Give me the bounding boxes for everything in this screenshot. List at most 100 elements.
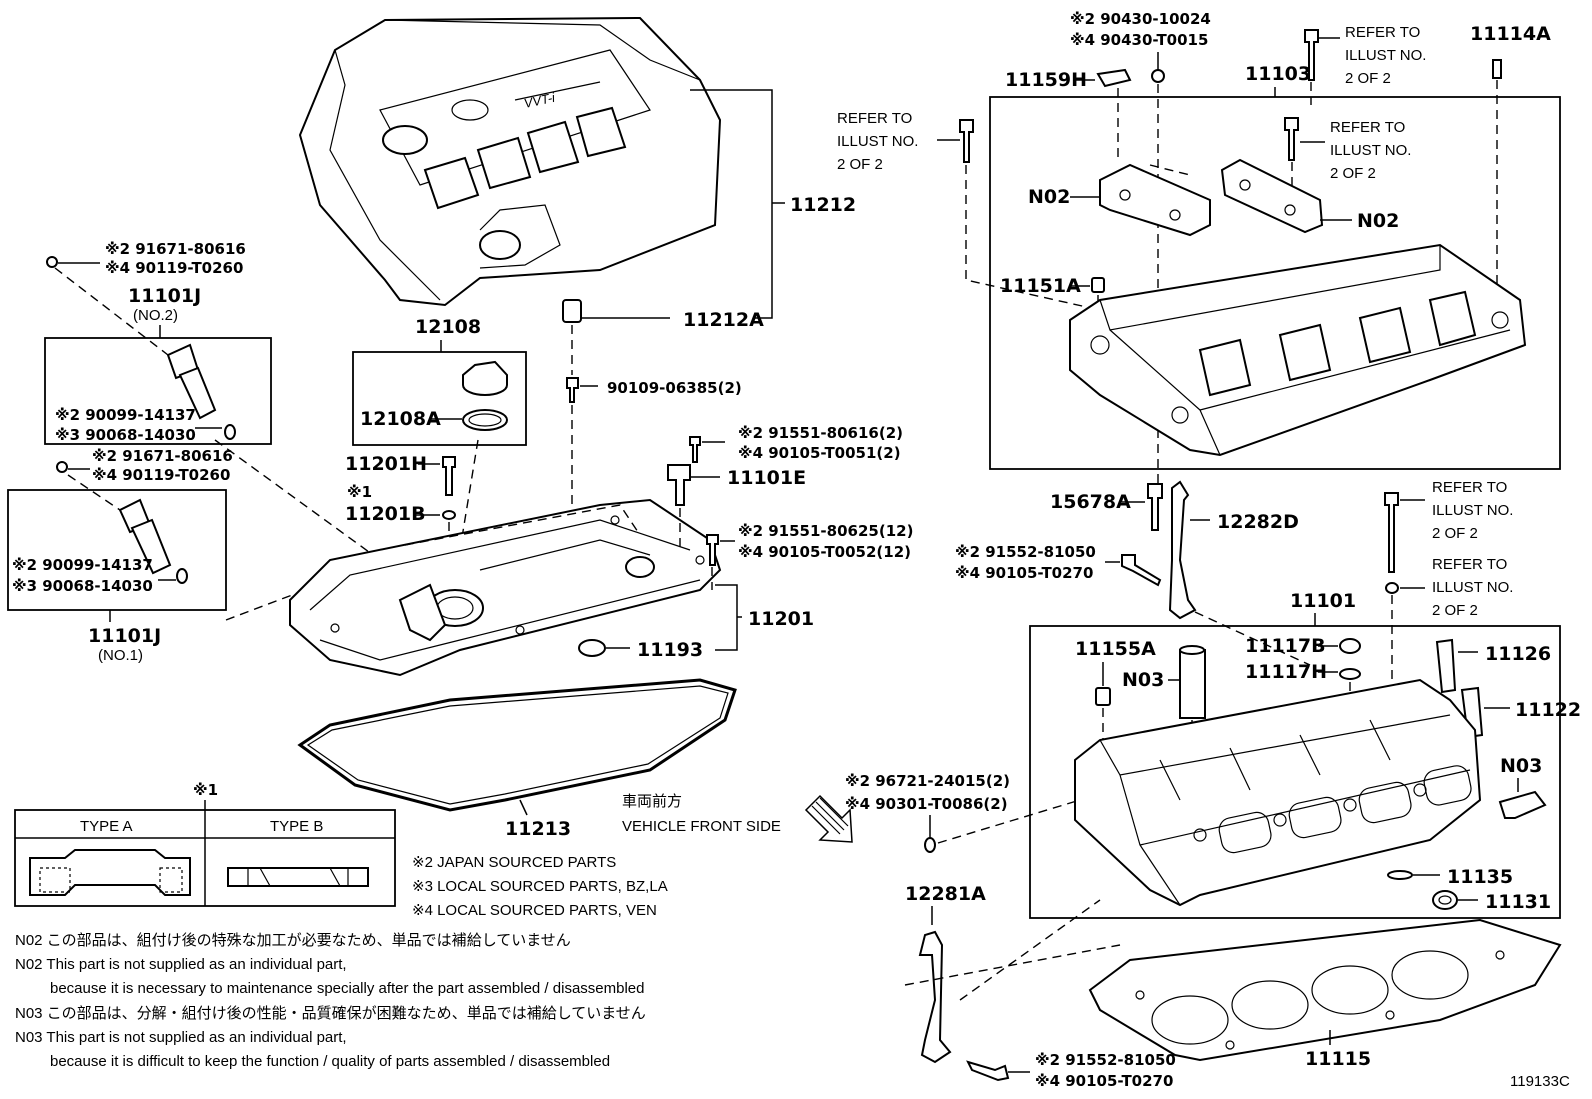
no2-tag: (NO.2) — [133, 307, 178, 324]
sv1-bolt-jp: ※2 91671-80616 — [92, 447, 233, 465]
cylinder-head-illustration — [1074, 678, 1482, 907]
gasket-top-ven: ※4 90430-T0015 — [1070, 31, 1208, 49]
refer1-line2: ILLUST NO. — [1345, 47, 1426, 64]
solenoid-no1-box — [7, 489, 227, 611]
oil-control-valve-no1-illustration — [118, 498, 188, 584]
engine-cover-illustration: VVT-i — [298, 16, 722, 307]
hanger-bolt-jp: ※2 91552-81050 — [955, 543, 1096, 561]
type-a-header: TYPE A — [80, 818, 133, 835]
part-11201B: 11201B — [345, 503, 426, 525]
refer3-line3: 2 OF 2 — [1330, 165, 1376, 182]
cover-bolt-jp: ※2 91551-80625(12) — [738, 522, 913, 540]
plug-jp: ※2 96721-24015(2) — [845, 772, 1010, 790]
sensor-bolt-ven: ※4 90105-T0051(2) — [738, 444, 901, 462]
part-11101J-no1: 11101J — [88, 625, 161, 647]
part-90109-06385: 90109-06385(2) — [607, 379, 742, 397]
gasket-top-jp: ※2 90430-10024 — [1070, 10, 1211, 28]
cylinder-head-cover-illustration — [289, 498, 722, 677]
sv1-oring-local: ※3 90068-14030 — [12, 577, 153, 595]
n03-label-a: N03 — [1122, 669, 1164, 691]
type-a-shape — [29, 849, 191, 896]
type-b-header: TYPE B — [270, 818, 323, 835]
refer1-line1: REFER TO — [1345, 24, 1420, 41]
vehicle-front-arrow-icon — [804, 794, 853, 843]
hanger-bolt-ven: ※4 90105-T0270 — [955, 564, 1093, 582]
note-n03-en: N03 This part is not supplied as an indi… — [15, 1029, 347, 1046]
front-label-jp: 車両前方 — [622, 793, 682, 810]
part-11117H: 11117H — [1245, 661, 1327, 683]
legend-japan: ※2 JAPAN SOURCED PARTS — [412, 854, 616, 871]
part-11101E: 11101E — [727, 467, 806, 489]
diagram-id: 119133C — [1510, 1073, 1570, 1090]
part-12281A: 12281A — [905, 883, 986, 905]
sensor-bolt-jp: ※2 91551-80616(2) — [738, 424, 903, 442]
part-11193: 11193 — [637, 639, 703, 661]
sv2-oring-local: ※3 90068-14030 — [55, 426, 196, 444]
svg-text:VVT-i: VVT-i — [523, 90, 558, 111]
camshaft-housing-illustration — [1069, 243, 1527, 457]
part-11135: 11135 — [1447, 866, 1513, 888]
engine-hanger-illustration — [1168, 480, 1197, 620]
refer3-line1: REFER TO — [1330, 119, 1405, 136]
refer4-line1: REFER TO — [1432, 479, 1507, 496]
n02-label-a: N02 — [1028, 186, 1070, 208]
cylinder-head-box — [1029, 625, 1561, 919]
part-11114A: 11114A — [1470, 23, 1551, 45]
part-11159H: 11159H — [1005, 69, 1087, 91]
sv1-bolt-ven: ※4 90119-T0260 — [92, 466, 230, 484]
solenoid-no2-box — [44, 337, 272, 445]
front-hanger-bolt-jp: ※2 91552-81050 — [1035, 1051, 1176, 1069]
part-11101J-no2: 11101J — [128, 285, 201, 307]
note-n02-jp: N02 この部品は、組付け後の特殊な加工が必要なため、単品では補給していません — [15, 932, 571, 949]
type-table-marker: ※1 — [193, 781, 218, 799]
note-n03-jp: N03 この部品は、分解・組付け後の性能・品質確保が困難なため、単品では補給して… — [15, 1004, 646, 1022]
part-11212A: 11212A — [683, 309, 764, 331]
refer5-line1: REFER TO — [1432, 556, 1507, 573]
note-n02-en: N02 This part is not supplied as an indi… — [15, 956, 347, 973]
type-b-shape — [227, 867, 369, 887]
n03-label-b: N03 — [1500, 755, 1542, 777]
note-n02-en-cont: because it is necessary to maintenance s… — [50, 980, 644, 997]
part-11131: 11131 — [1485, 891, 1551, 913]
cylinder-head-gasket-illustration — [1088, 918, 1562, 1062]
front-hanger-bolt-ven: ※4 90105-T0270 — [1035, 1072, 1173, 1090]
oil-control-valve-no2-illustration — [166, 343, 236, 440]
refer4-line3: 2 OF 2 — [1432, 525, 1478, 542]
part-12108A: 12108A — [360, 408, 441, 430]
refer3-line2: ILLUST NO. — [1330, 142, 1411, 159]
part-15678A: 15678A — [1050, 491, 1131, 513]
sv2-seal-jp: ※2 90099-14137 — [55, 406, 196, 424]
part-11213: 11213 — [505, 818, 571, 840]
cover-bolt-ven: ※4 90105-T0052(12) — [738, 543, 911, 561]
sv2-bolt-ven: ※4 90119-T0260 — [105, 259, 243, 277]
note-x1: ※1 — [347, 483, 372, 501]
n02-label-b: N02 — [1357, 210, 1399, 232]
part-11155A: 11155A — [1075, 638, 1156, 660]
note-n03-en-cont: because it is difficult to keep the func… — [50, 1053, 610, 1070]
part-11103: 11103 — [1245, 63, 1311, 85]
plug-ven: ※4 90301-T0086(2) — [845, 795, 1008, 813]
part-11122: 11122 — [1515, 699, 1581, 721]
oil-cap-box — [352, 351, 527, 446]
legend-local-ven: ※4 LOCAL SOURCED PARTS, VEN — [412, 902, 657, 919]
refer4-line2: ILLUST NO. — [1432, 502, 1513, 519]
refer5-line3: 2 OF 2 — [1432, 602, 1478, 619]
part-11101: 11101 — [1290, 590, 1356, 612]
part-11151A: 11151A — [1000, 275, 1081, 297]
camshaft-bearing-cap-illustration — [1099, 158, 1324, 237]
part-12108: 12108 — [415, 316, 481, 338]
front-label-en: VEHICLE FRONT SIDE — [622, 818, 781, 835]
refer2-line3: 2 OF 2 — [837, 156, 883, 173]
part-11212: 11212 — [790, 194, 856, 216]
oil-filler-cap-illustration — [462, 360, 508, 431]
part-12282D: 12282D — [1217, 511, 1299, 533]
part-11201H: 11201H — [345, 453, 427, 475]
part-11201: 11201 — [748, 608, 814, 630]
no1-tag: (NO.1) — [98, 647, 143, 664]
part-11117B: 11117B — [1245, 635, 1326, 657]
engine-hanger-front-illustration — [918, 930, 952, 1064]
refer1-line3: 2 OF 2 — [1345, 70, 1391, 87]
refer2-line2: ILLUST NO. — [837, 133, 918, 150]
sv2-bolt-jp: ※2 91671-80616 — [105, 240, 246, 258]
